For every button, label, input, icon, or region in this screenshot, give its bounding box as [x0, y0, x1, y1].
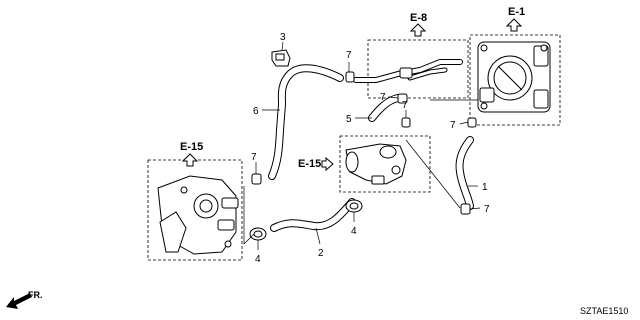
- hose-6: [268, 64, 344, 180]
- clamp-7d: [467, 117, 477, 128]
- part-label-6: 6: [253, 106, 259, 117]
- svg-text:E-1: E-1: [508, 6, 525, 18]
- ref-e15-mid-arrow-icon: [321, 156, 334, 172]
- hose-1: [455, 136, 474, 210]
- part-label-7e: 7: [251, 152, 257, 163]
- svg-text:E-15: E-15: [180, 141, 203, 153]
- throttle-body: [477, 41, 551, 113]
- ref-e8[interactable]: E-8: [409, 12, 427, 37]
- e8-pipe-assembly: [353, 59, 463, 83]
- diagram-code: SZTAE1510: [580, 306, 628, 316]
- ref-e15-left-arrow-icon: [181, 153, 199, 167]
- water-outlet: [345, 143, 407, 185]
- ref-e1-arrow-icon: [505, 18, 523, 32]
- part-label-7a: 7: [346, 50, 352, 61]
- box-e15-mid-group: [339, 135, 431, 193]
- part-label-4a: 4: [255, 254, 261, 265]
- part-label-7f: 7: [484, 204, 490, 215]
- hose-2: [270, 198, 356, 232]
- clamp-7a: [345, 71, 355, 83]
- front-indicator: FR.: [6, 290, 43, 309]
- bracket-3: [271, 49, 291, 67]
- water-pump-housing: [157, 175, 239, 255]
- clamp-7e: [251, 173, 262, 185]
- ref-e15-left[interactable]: E-15: [180, 141, 203, 167]
- front-arrow-icon: [6, 293, 32, 309]
- leader-lines: [243, 41, 481, 250]
- hose-5: [368, 94, 402, 122]
- part-label-4b: 4: [351, 226, 357, 237]
- part-label-7b: 7: [380, 92, 386, 103]
- clamp-7f: [460, 203, 471, 215]
- part-label-7c: 7: [402, 100, 408, 111]
- part-label-1: 1: [482, 182, 488, 193]
- svg-text:FR.: FR.: [28, 290, 43, 300]
- ref-e8-arrow-icon: [409, 23, 427, 37]
- clamp-7b: [397, 93, 408, 104]
- part-label-7d: 7: [450, 120, 456, 131]
- clamp-4b: [345, 199, 363, 213]
- clamp-4a: [249, 227, 267, 241]
- svg-text:E-8: E-8: [410, 12, 427, 24]
- box-e8-group: [367, 39, 469, 99]
- part-label-5: 5: [346, 114, 352, 125]
- ref-e1[interactable]: E-1: [505, 6, 525, 32]
- clamp-7c: [401, 117, 411, 128]
- ref-e15-mid[interactable]: E-15: [298, 156, 334, 172]
- box-e1-group: [469, 34, 561, 126]
- part-label-3: 3: [280, 32, 286, 43]
- part-label-2: 2: [318, 248, 324, 259]
- svg-text:E-15: E-15: [298, 158, 321, 170]
